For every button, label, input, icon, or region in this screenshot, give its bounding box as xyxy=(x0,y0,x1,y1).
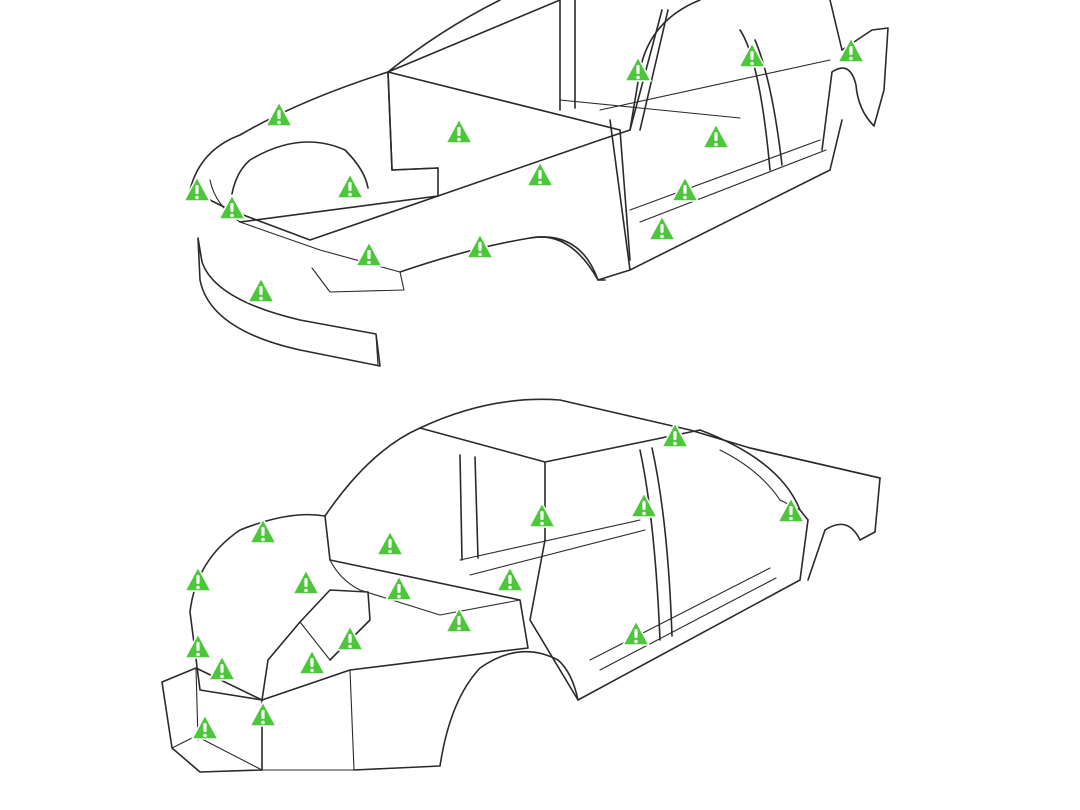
top-front-bumper xyxy=(197,237,381,367)
warning-triangle-icon xyxy=(298,649,326,675)
top-rear-quarter xyxy=(821,0,889,151)
warning-triangle-icon xyxy=(218,194,246,220)
warning-triangle-icon xyxy=(777,497,805,523)
warning-triangle-icon xyxy=(183,176,211,202)
top-firewall xyxy=(387,71,631,261)
warning-triangle-icon xyxy=(336,625,364,651)
bottom-windshield-frame xyxy=(419,427,701,561)
warning-triangle-icon xyxy=(336,173,364,199)
warning-triangle-icon xyxy=(265,101,293,127)
warning-triangle-icon xyxy=(191,714,219,740)
warning-triangle-icon xyxy=(466,233,494,259)
warning-triangle-icon xyxy=(292,569,320,595)
warning-triangle-icon xyxy=(702,123,730,149)
warning-triangle-icon xyxy=(671,176,699,202)
bottom-car-body-view xyxy=(161,398,881,773)
warning-triangle-icon xyxy=(648,215,676,241)
warning-triangle-icon xyxy=(184,633,212,659)
warning-markers xyxy=(183,37,865,740)
warning-triangle-icon xyxy=(837,37,865,63)
bottom-roof xyxy=(324,398,881,517)
warning-triangle-icon xyxy=(249,701,277,727)
warning-triangle-icon xyxy=(249,518,277,544)
warning-triangle-icon xyxy=(184,566,212,592)
warning-triangle-icon xyxy=(385,575,413,601)
warning-triangle-icon xyxy=(624,56,652,82)
bottom-body-side xyxy=(529,519,809,701)
warning-triangle-icon xyxy=(376,530,404,556)
warning-triangle-icon xyxy=(355,241,383,267)
bottom-floor-rails xyxy=(459,519,777,671)
warning-triangle-icon xyxy=(496,566,524,592)
warning-triangle-icon xyxy=(661,422,689,448)
warning-triangle-icon xyxy=(247,277,275,303)
warning-triangle-icon xyxy=(738,42,766,68)
warning-triangle-icon xyxy=(445,118,473,144)
bottom-front-bumper xyxy=(161,667,263,773)
bottom-b-pillar xyxy=(639,447,673,641)
top-front-rail xyxy=(239,129,631,223)
warning-triangle-icon xyxy=(622,620,650,646)
top-windshield-frame xyxy=(387,0,576,111)
warning-triangle-icon xyxy=(526,161,554,187)
top-floor-rails xyxy=(559,59,831,223)
bottom-front-wheel-arch xyxy=(353,650,579,771)
warning-triangle-icon xyxy=(208,655,236,681)
warning-triangle-icon xyxy=(445,607,473,633)
bottom-rear-quarter xyxy=(699,429,881,581)
top-car-body-view xyxy=(189,0,889,367)
top-b-pillar xyxy=(739,29,783,171)
warning-triangle-icon xyxy=(630,492,658,518)
warning-triangle-icon xyxy=(528,502,556,528)
